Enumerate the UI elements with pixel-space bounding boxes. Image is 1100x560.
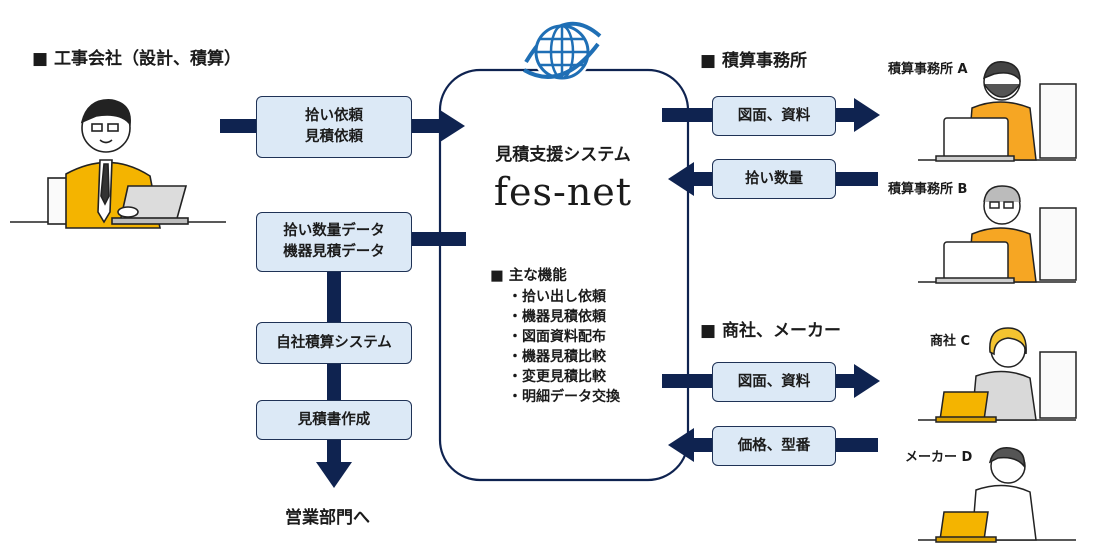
- feature-item: ・図面資料配布: [508, 329, 606, 345]
- features-list: ■ 主な機能 ・拾い出し依頼 ・機器見積依頼 ・図面資料配布 ・機器見積比較 ・…: [490, 264, 620, 407]
- connector-system-to-quote: [327, 364, 341, 400]
- drawings-box-suppliers-label: 図面、資料: [737, 373, 811, 390]
- arrow-prices-to-hub: [668, 428, 878, 462]
- data-box: 拾い数量データ 機器見積データ: [256, 212, 412, 272]
- arrow-request-to-hub: [220, 110, 465, 142]
- estimator-b-illustration: [918, 185, 1077, 284]
- estimator-a-illustration: [918, 61, 1077, 162]
- features-heading: ■ 主な機能: [490, 268, 567, 284]
- feature-item: ・機器見積依頼: [508, 309, 606, 325]
- request-box-line-2: 見積依頼: [305, 129, 363, 145]
- drawings-box-estimators-label: 図面、資料: [737, 107, 811, 124]
- trading-company-c-illustration: [918, 327, 1077, 423]
- globe-icon: [522, 21, 602, 82]
- trading-company-c-label: 商社 C: [930, 334, 971, 349]
- arrow-drawings-to-estimators: [662, 98, 880, 132]
- quote-creation-label: 見積書作成: [297, 411, 371, 428]
- manufacturer-d-illustration: [918, 447, 1076, 543]
- hub-title: 見積支援システム: [495, 145, 631, 165]
- request-box: 拾い依頼 見積依頼: [256, 96, 412, 158]
- connector-data-to-hub: [412, 232, 466, 246]
- connector-data-to-system: [327, 270, 341, 322]
- construction-company-person-illustration: [10, 99, 226, 229]
- quantities-box: 拾い数量: [712, 159, 836, 199]
- internal-estimation-system-label: 自社積算システム: [276, 334, 392, 351]
- request-box-line-1: 拾い依頼: [305, 108, 363, 124]
- arrow-quote-to-sales: [316, 440, 352, 488]
- drawings-box-suppliers: 図面、資料: [712, 362, 836, 402]
- quantities-box-label: 拾い数量: [745, 170, 803, 187]
- internal-estimation-system-box: 自社積算システム: [256, 322, 412, 364]
- estimation-office-b-label: 積算事務所 B: [888, 182, 968, 197]
- prices-box: 価格、型番: [712, 426, 836, 466]
- trading-makers-section-title: ■ 商社、メーカー: [700, 321, 841, 341]
- prices-box-label: 価格、型番: [737, 437, 811, 454]
- data-box-line-1: 拾い数量データ: [283, 223, 385, 239]
- data-box-line-2: 機器見積データ: [283, 244, 385, 260]
- drawings-box-estimators: 図面、資料: [712, 96, 836, 136]
- sales-department-label: 営業部門へ: [285, 508, 370, 528]
- construction-company-section-title: ■ 工事会社（設計、積算）: [32, 49, 241, 69]
- feature-item: ・機器見積比較: [508, 349, 606, 365]
- estimation-office-a-label: 積算事務所 A: [888, 62, 968, 77]
- arrow-drawings-to-suppliers: [662, 364, 880, 398]
- feature-item: ・拾い出し依頼: [508, 289, 606, 305]
- estimation-office-section-title: ■ 積算事務所: [700, 51, 807, 71]
- hub-system-name: fes-net: [493, 170, 633, 214]
- feature-item: ・明細データ交換: [508, 389, 620, 405]
- feature-item: ・変更見積比較: [508, 369, 606, 385]
- quote-creation-box: 見積書作成: [256, 400, 412, 440]
- arrow-quantities-to-hub: [668, 162, 878, 196]
- manufacturer-d-label: メーカー D: [905, 450, 973, 465]
